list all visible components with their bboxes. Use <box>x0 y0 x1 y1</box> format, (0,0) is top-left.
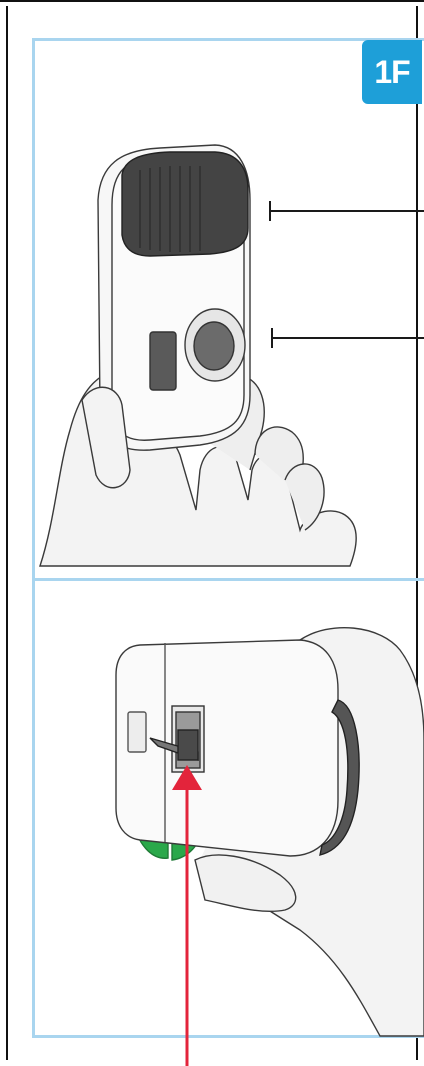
dose-window <box>150 332 176 390</box>
inhaler-body-closeup <box>116 640 338 856</box>
hand-holding-inhaler-illustration <box>40 145 356 566</box>
inhaler-counter-closeup-illustration <box>116 628 424 1036</box>
side-slot <box>128 712 146 752</box>
pointer-lines-top <box>270 201 424 348</box>
mouthpiece-cap <box>122 152 248 256</box>
